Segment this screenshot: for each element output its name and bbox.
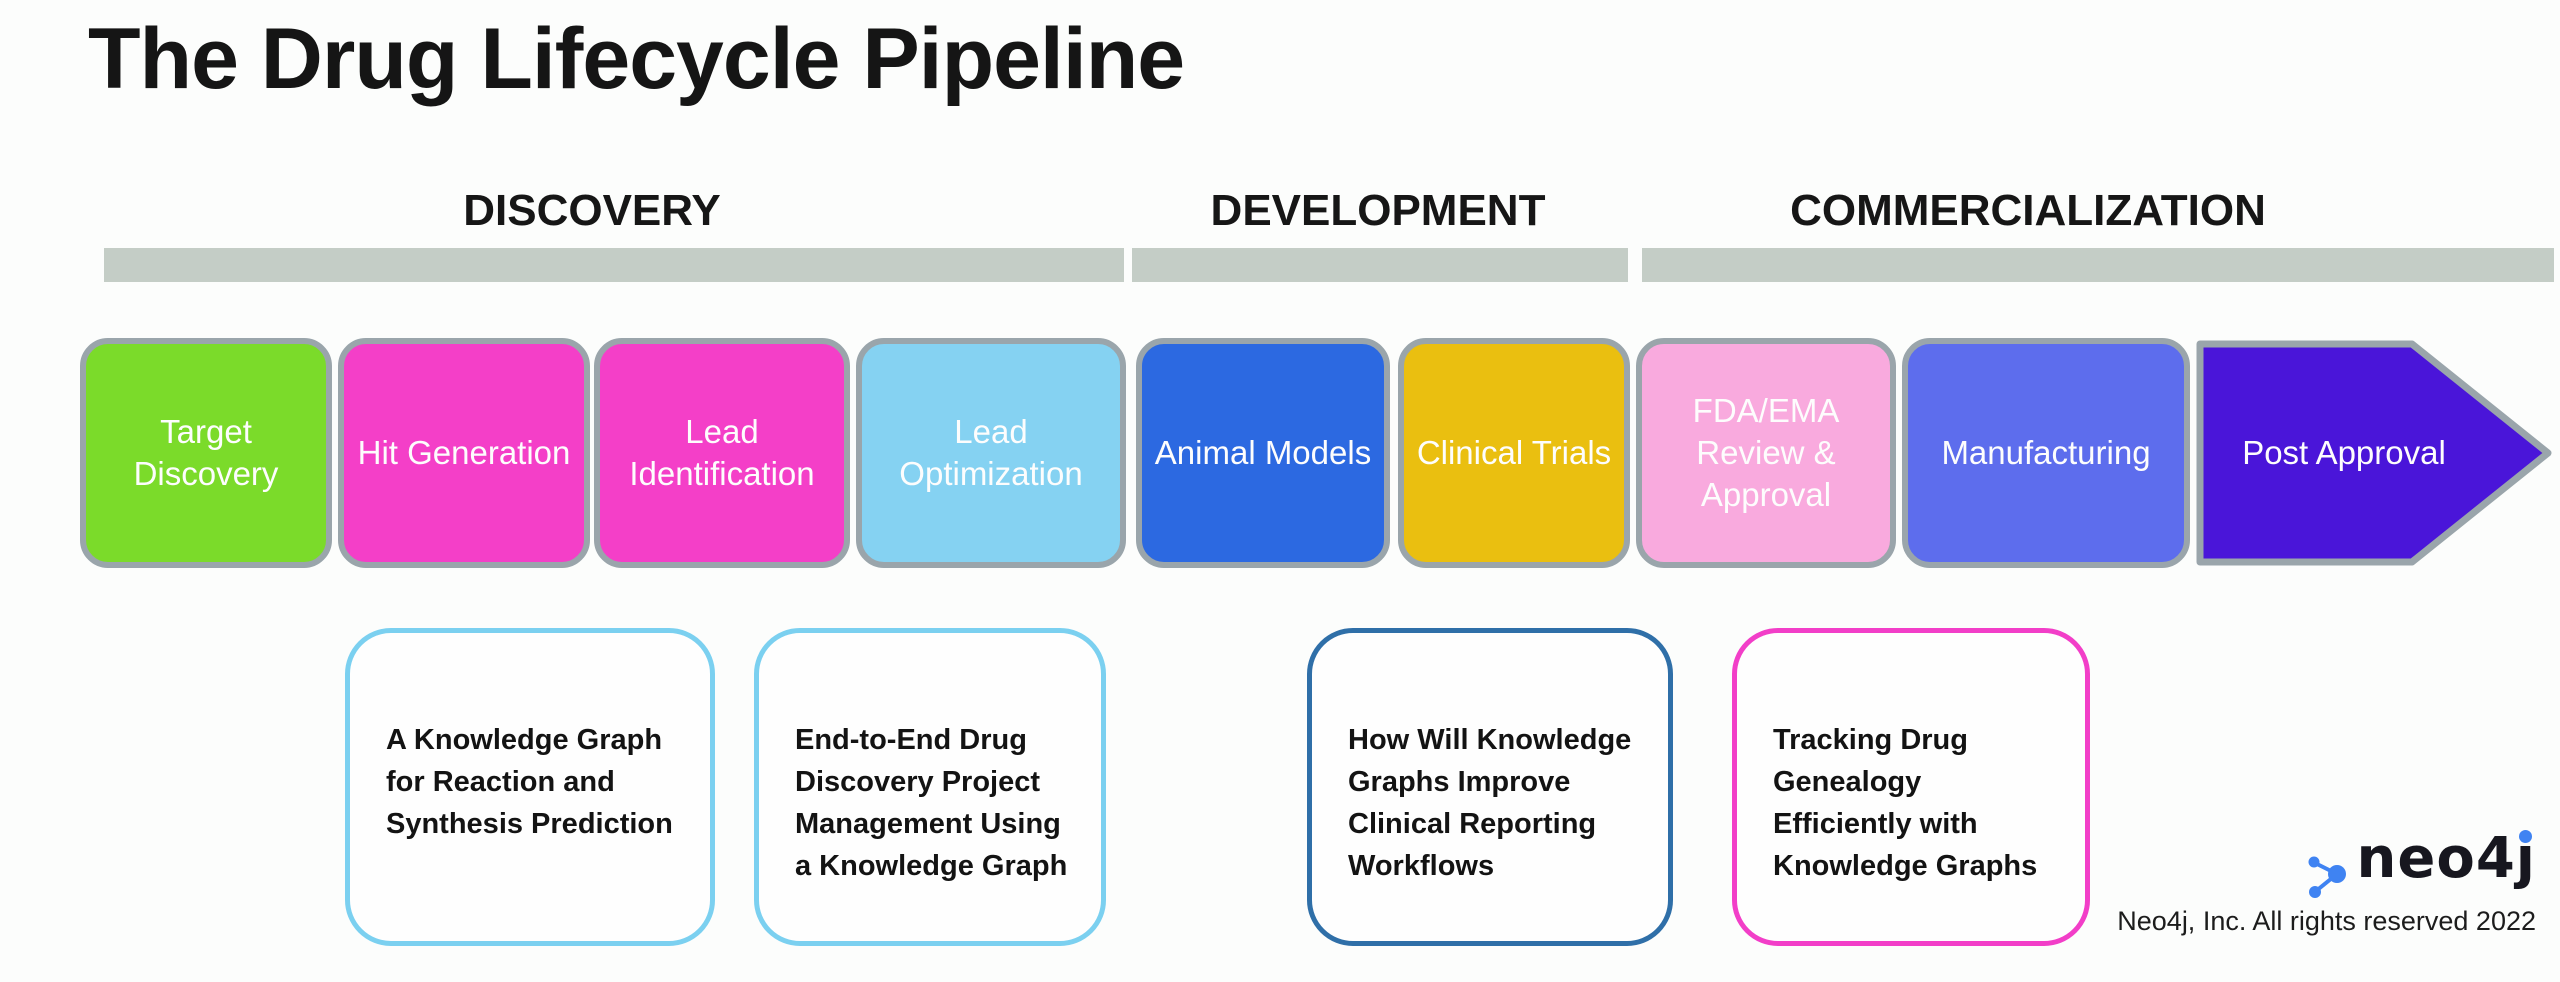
stage-label: Hit Generation — [357, 433, 571, 471]
phase-header-commercialization: COMMERCIALIZATION — [1790, 186, 2266, 235]
stage-post-approval: Post Approval — [2204, 338, 2484, 568]
phase-bar-commercialization — [1642, 248, 2554, 282]
phase-header-development: DEVELOPMENT — [1210, 186, 1546, 235]
card-text: End-to-End Drug Discovery Project Manage… — [795, 724, 1068, 883]
stage-target-discovery: Target Discovery — [80, 338, 332, 568]
stage-label: Clinical Trials — [1416, 433, 1612, 471]
neo4j-logo: neo4ȷ — [2303, 828, 2536, 900]
card-text: Tracking Drug Genealogy Efficiently with… — [1773, 724, 2038, 883]
stage-label: Animal Models — [1154, 433, 1372, 471]
stage-label: Lead Optimization — [899, 412, 1083, 492]
stage-label: Post Approval — [2242, 433, 2446, 471]
card-drug-discovery-project-management: End-to-End Drug Discovery Project Manage… — [754, 628, 1106, 946]
card-text: How Will Knowledge Graphs Improve Clinic… — [1348, 724, 1632, 883]
stage-label: FDA/EMA Review & Approval — [1692, 391, 1840, 514]
stage-hit-generation: Hit Generation — [338, 338, 590, 568]
card-reaction-synthesis-prediction: A Knowledge Graph for Reaction and Synth… — [345, 628, 715, 946]
stage-animal-models: Animal Models — [1136, 338, 1390, 568]
neo4j-graph-icon — [2308, 856, 2346, 898]
card-drug-genealogy-tracking: Tracking Drug Genealogy Efficiently with… — [1732, 628, 2090, 946]
card-clinical-reporting-workflows: How Will Knowledge Graphs Improve Clinic… — [1307, 628, 1673, 946]
neo4j-j-dot — [2519, 830, 2532, 843]
stage-label: Target Discovery — [133, 412, 279, 492]
phase-header-discovery: DISCOVERY — [463, 186, 721, 235]
stage-lead-identification: Lead Identification — [594, 338, 850, 568]
stage-post-approval-arrow-shape — [2196, 340, 2552, 566]
stage-label: Lead Identification — [629, 412, 815, 492]
stage-clinical-trials: Clinical Trials — [1398, 338, 1630, 568]
copyright-text: Neo4j, Inc. All rights reserved 2022 — [2117, 906, 2536, 936]
phase-bar-discovery — [104, 248, 1124, 282]
stage-lead-optimization: Lead Optimization — [856, 338, 1126, 568]
card-text: A Knowledge Graph for Reaction and Synth… — [386, 724, 673, 841]
stage-fda-ema-review-approval: FDA/EMA Review & Approval — [1636, 338, 1896, 568]
phase-bar-development — [1132, 248, 1628, 282]
stage-manufacturing: Manufacturing — [1902, 338, 2190, 568]
page-title: The Drug Lifecycle Pipeline — [88, 11, 1185, 107]
stage-label: Manufacturing — [1941, 433, 2151, 471]
neo4j-wordmark: neo4ȷ — [2356, 826, 2536, 891]
